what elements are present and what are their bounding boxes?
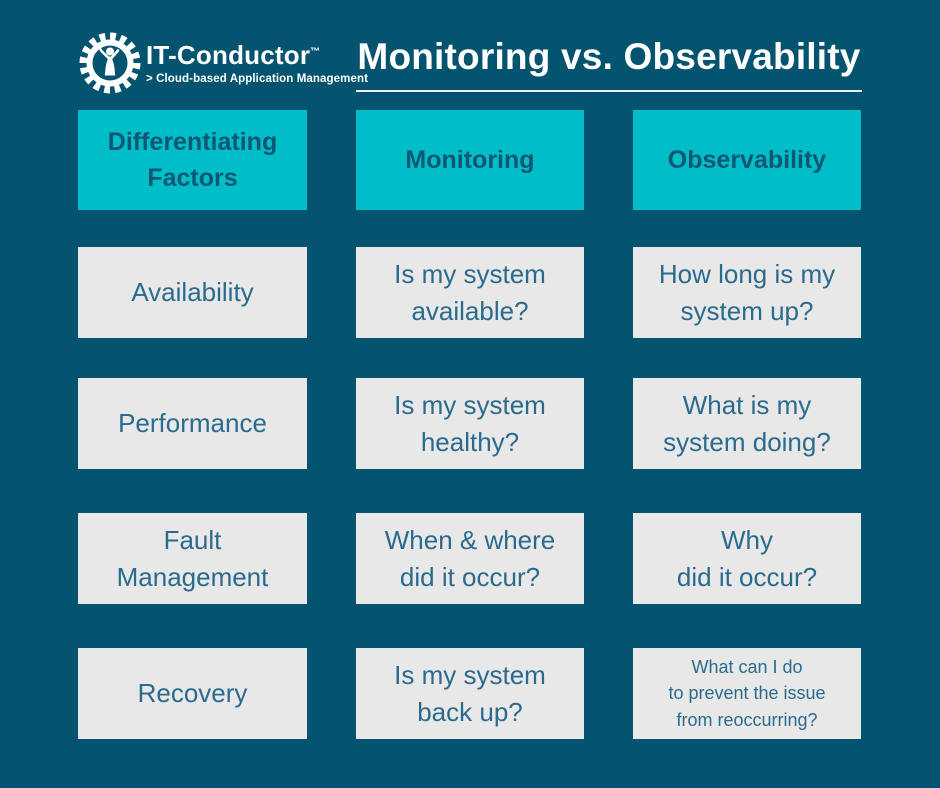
table-row: Recovery Is my system back up? What can … (78, 648, 861, 739)
observability-cell-performance: What is my system doing? (633, 378, 861, 469)
table-row: Performance Is my system healthy? What i… (78, 378, 861, 469)
comparison-table: Differentiating Factors Monitoring Obser… (78, 110, 861, 739)
monitoring-cell-performance: Is my system healthy? (356, 378, 584, 469)
table-row: Availability Is my system available? How… (78, 247, 861, 338)
gear-conductor-icon (78, 30, 142, 96)
monitoring-cell-recovery: Is my system back up? (356, 648, 584, 739)
brand-tagline: > Cloud-based Application Management (146, 72, 369, 85)
observability-cell-fault-management: Why did it occur? (633, 513, 861, 604)
header-cell-monitoring: Monitoring (356, 110, 584, 210)
factor-cell-availability: Availability (78, 247, 307, 338)
brand-logo: IT-Conductor™ > Cloud-based Application … (78, 30, 368, 96)
brand-name: IT-Conductor™ (146, 40, 321, 71)
observability-cell-availability: How long is my system up? (633, 247, 861, 338)
factor-cell-recovery: Recovery (78, 648, 307, 739)
table-row: Fault Management When & where did it occ… (78, 513, 861, 604)
page-title: Monitoring vs. Observability (356, 36, 862, 92)
header-cell-observability: Observability (633, 110, 861, 210)
factor-cell-performance: Performance (78, 378, 307, 469)
factor-cell-fault-management: Fault Management (78, 513, 307, 604)
trademark-symbol: ™ (310, 46, 321, 58)
table-header-row: Differentiating Factors Monitoring Obser… (78, 110, 861, 210)
monitoring-cell-fault-management: When & where did it occur? (356, 513, 584, 604)
observability-cell-recovery: What can I do to prevent the issue from … (633, 648, 861, 739)
header-cell-differentiating-factors: Differentiating Factors (78, 110, 307, 210)
monitoring-cell-availability: Is my system available? (356, 247, 584, 338)
